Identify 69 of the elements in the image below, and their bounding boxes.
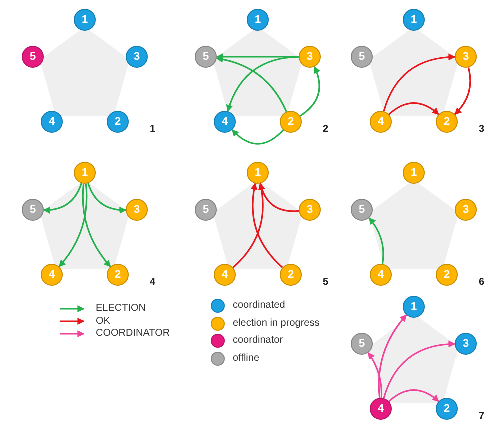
arrow (88, 183, 127, 214)
legend-text: offline (233, 352, 260, 364)
legend-text: COORDINATOR (96, 328, 170, 339)
node-circle: 3 (299, 199, 321, 221)
arrow (454, 68, 472, 116)
arrow (383, 54, 456, 112)
node-circle: 5 (351, 199, 373, 221)
arrow (232, 130, 284, 145)
arrow (58, 184, 88, 268)
legend-text: OK (96, 316, 110, 326)
arrow (258, 183, 300, 212)
node-circle: 1 (247, 9, 269, 31)
node-circle: 3 (455, 199, 477, 221)
node-circle: 5 (22, 199, 44, 221)
arrow (300, 66, 320, 117)
node-circle: 1 (247, 162, 269, 184)
node-circle: 5 (351, 46, 373, 68)
node-circle: 2 (436, 111, 458, 133)
arrow (226, 56, 300, 112)
arrow (388, 102, 440, 116)
node-circle: 2 (436, 398, 458, 420)
node-circle: 1 (403, 162, 425, 184)
node-circle: 3 (299, 46, 321, 68)
node-circle: 5 (22, 46, 44, 68)
arrow (250, 183, 284, 268)
node-circle: 4 (41, 264, 63, 286)
node-circle: 5 (351, 333, 373, 355)
arrow (383, 340, 456, 399)
node-circle: 2 (107, 111, 129, 133)
arrow (368, 218, 384, 264)
arrow (216, 54, 299, 60)
panel-number: 3 (479, 124, 485, 135)
panel-number: 4 (150, 277, 156, 288)
node-circle: 1 (74, 9, 96, 31)
node-circle: 2 (107, 264, 129, 286)
legend-text: coordinated (233, 300, 286, 311)
node-circle: 2 (280, 111, 302, 133)
arrow (388, 390, 440, 402)
node-circle: 3 (455, 46, 477, 68)
node-circle: 4 (41, 111, 63, 133)
arrow (232, 183, 266, 268)
node-circle: 3 (126, 199, 148, 221)
legend-text: election in progress (233, 318, 320, 328)
node-circle: 5 (195, 46, 217, 68)
node-circle: 1 (74, 162, 96, 184)
legend-text: coordinator (233, 335, 284, 346)
node-circle: 4 (214, 264, 236, 286)
node-circle: 3 (126, 46, 148, 68)
panel-number: 5 (323, 277, 329, 288)
panel-number: 1 (150, 124, 156, 135)
arrow (43, 183, 82, 214)
node-circle: 4 (370, 111, 392, 133)
node-circle: 2 (436, 264, 458, 286)
legend-text: ELECTION (96, 303, 146, 314)
node-circle: 1 (403, 9, 425, 31)
panel-number: 2 (323, 124, 329, 135)
node-circle: 4 (370, 264, 392, 286)
panel-number: 6 (479, 277, 485, 288)
panel-number: 7 (479, 411, 485, 422)
arrow (216, 56, 288, 112)
arrow (82, 184, 112, 268)
node-circle: 5 (195, 199, 217, 221)
node-circle: 3 (455, 333, 477, 355)
node-circle: 1 (403, 296, 425, 318)
node-circle: 2 (280, 264, 302, 286)
node-circle: 4 (214, 111, 236, 133)
arrow (378, 314, 408, 398)
node-circle: 4 (370, 398, 392, 420)
arrow (368, 352, 383, 398)
